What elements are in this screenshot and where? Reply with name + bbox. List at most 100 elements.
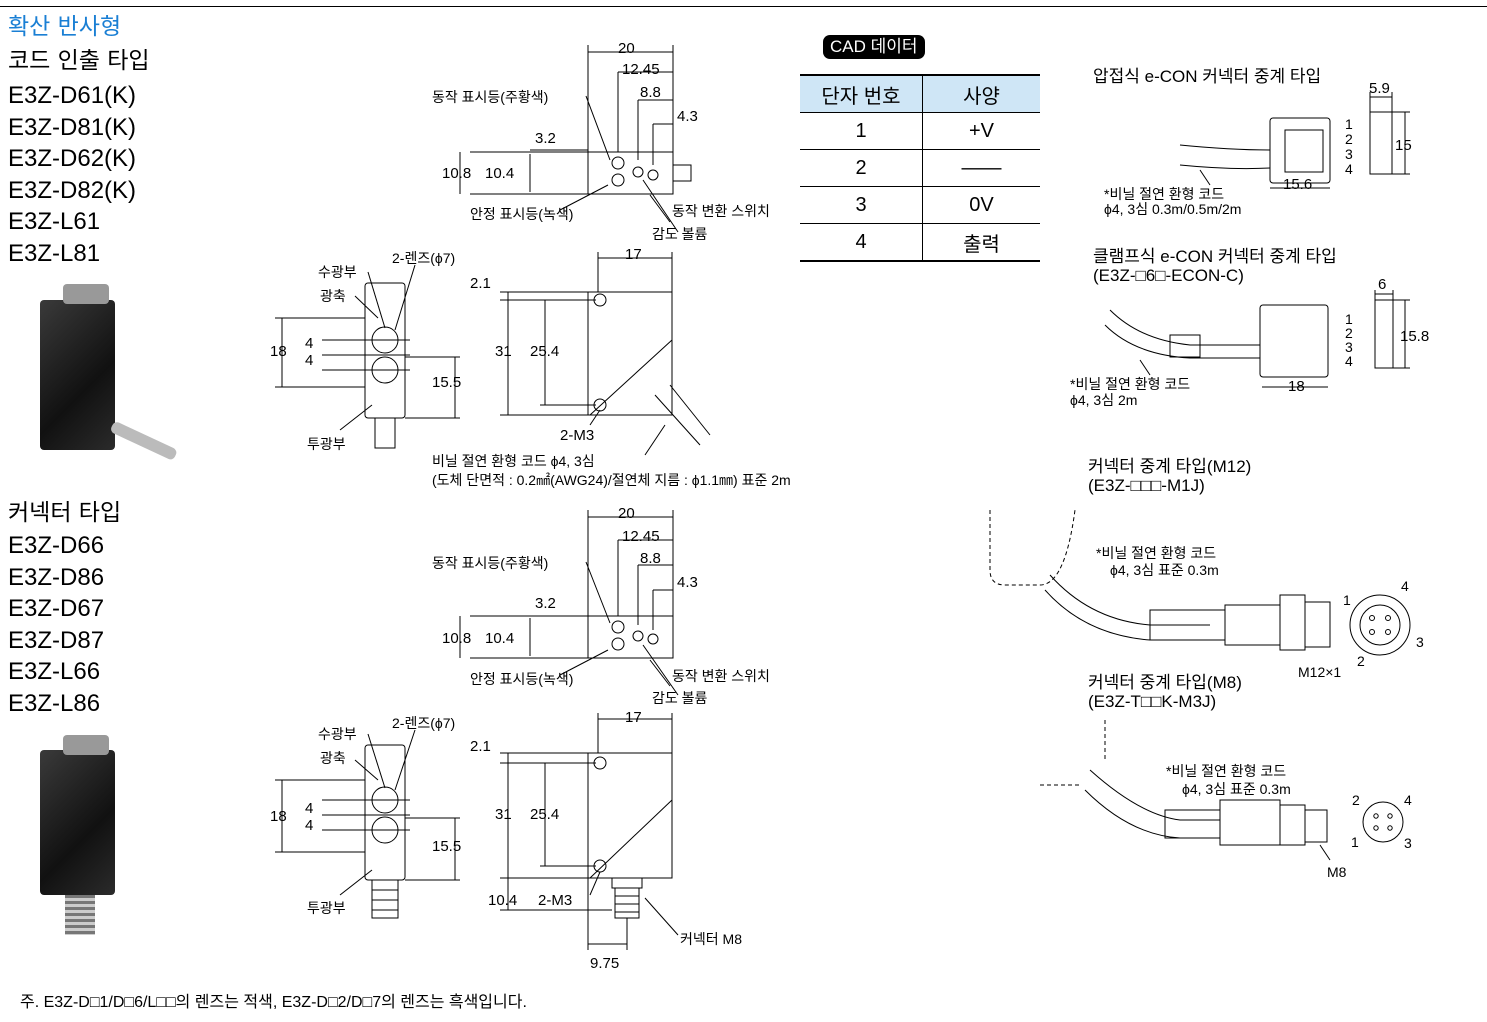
dim-2-1: 2.1 — [470, 275, 491, 292]
dim-4: 4 — [305, 352, 314, 369]
dim-2-m3: 2-M3 — [538, 892, 573, 909]
pin-number: 3 — [1416, 634, 1424, 650]
label-mode-switch: 동작 변환 스위치 — [672, 668, 770, 684]
label-sens-vol: 감도 볼륨 — [652, 690, 708, 706]
pin-number: 2 — [1345, 325, 1353, 341]
side-view-body-2 — [587, 752, 673, 879]
pin-number: 1 — [1345, 116, 1353, 132]
m12-title: 커넥터 중계 타입(M12) — [1088, 457, 1252, 476]
model-item: E3Z-D82(K) — [8, 176, 137, 204]
dim-17: 17 — [625, 709, 642, 726]
m12-thread: M12×1 — [1298, 664, 1342, 680]
dim-31: 31 — [495, 343, 512, 360]
dim-10-4: 10.4 — [485, 165, 515, 182]
m12-cable — [1049, 574, 1210, 626]
label-axis: 광축 — [320, 750, 346, 766]
terminal-spec: 0V — [922, 186, 1040, 224]
stab-led-circle — [611, 173, 625, 187]
econ1-end — [1369, 111, 1393, 175]
product-photo-connector — [40, 750, 115, 895]
m8-model: (E3Z-T□□K-M3J) — [1088, 692, 1217, 711]
label-op-led: 동작 표시등(주황색) — [432, 89, 549, 105]
dim-3-2: 3.2 — [535, 130, 556, 147]
m12-model: (E3Z-□□□-M1J) — [1088, 476, 1205, 495]
cable-note-line2: (도체 단면적 : 0.2㎟(AWG24)/절연체 지름 : ϕ1.1㎜) 표준… — [432, 472, 791, 488]
dim-15-5: 15.5 — [432, 838, 462, 855]
pin-number: 2 — [1357, 653, 1365, 669]
vol-circle — [647, 169, 659, 181]
econ1-pins: 1 2 3 4 — [1345, 117, 1353, 177]
pin-number: 1 — [1343, 592, 1351, 608]
econ2-title: 클램프식 e-CON 커넥터 중계 타입 — [1093, 247, 1337, 266]
econ2-cord: *비닐 절연 환형 코드 — [1070, 376, 1191, 392]
model-item: E3Z-L61 — [8, 208, 101, 235]
label-rx: 수광부 — [318, 726, 357, 742]
terminal-no: 1 — [800, 112, 923, 150]
econ2-spec: ϕ4, 3심 2m — [1070, 392, 1138, 408]
label-stab-led: 안정 표시등(녹색) — [470, 671, 574, 687]
dim-4: 4 — [305, 335, 314, 352]
econ1-spec: ϕ4, 3심 0.3m/0.5m/2m — [1104, 201, 1242, 217]
dim-15-8: 15.8 — [1400, 328, 1430, 345]
m12-cord: *비닐 절연 환형 코드 — [1096, 545, 1217, 561]
model-item: E3Z-D86 — [8, 563, 105, 591]
m8-face — [1362, 801, 1404, 843]
dim-4: 4 — [305, 817, 314, 834]
dim-15-5: 15.5 — [432, 374, 462, 391]
pin-number: 3 — [1404, 835, 1412, 851]
photo-lens — [63, 284, 109, 304]
dim-4: 4 — [305, 800, 314, 817]
pin-number: 2 — [1345, 131, 1353, 147]
table-row: 1 +V — [800, 112, 1040, 150]
cable-note-line1: 비닐 절연 환형 코드 ϕ4, 3심 — [432, 453, 595, 469]
dim-2-m3: 2-M3 — [560, 427, 595, 444]
model-list-cable: E3Z-D61(K) E3Z-D81(K) E3Z-D62(K) E3Z-D82… — [8, 80, 136, 269]
dim-25-4: 25.4 — [530, 806, 560, 823]
m8-body — [1164, 809, 1221, 839]
label-rx: 수광부 — [318, 264, 357, 280]
econ2-cable — [1109, 309, 1260, 346]
pin-number: 4 — [1401, 578, 1409, 594]
footnote: 주. E3Z-D□1/D□6/L□□의 렌즈는 적색, E3Z-D□2/D□7의… — [20, 994, 527, 1011]
model-item: E3Z-L81 — [8, 239, 101, 267]
dim-15-6: 15.6 — [1283, 176, 1313, 193]
model-item: E3Z-D87 — [8, 626, 105, 654]
terminal-table: 단자 번호 사양 1 +V 2 —— 3 0V 4 출력 — [800, 74, 1040, 262]
dim-9-75: 9.75 — [590, 955, 620, 972]
econ2-end — [1374, 299, 1394, 369]
econ2-connector — [1259, 304, 1329, 378]
terminal-spec: —— — [922, 149, 1040, 187]
dim-4-3: 4.3 — [677, 574, 698, 591]
m12-spec: ϕ4, 3심 표준 0.3m — [1110, 562, 1219, 578]
switch-circle — [632, 166, 644, 178]
label-op-led: 동작 표시등(주황색) — [432, 555, 549, 571]
m12-nut — [1279, 594, 1306, 651]
pin-number: 4 — [1345, 161, 1353, 177]
dim-18: 18 — [270, 808, 287, 825]
m8-thread: M8 — [1327, 864, 1347, 880]
model-item: E3Z-D66 — [8, 532, 105, 559]
model-list-connector: E3Z-D66 E3Z-D86 E3Z-D67 E3Z-D87 E3Z-L66 … — [8, 530, 104, 719]
top-rule — [0, 6, 1487, 7]
pin-number: 1 — [1351, 834, 1359, 850]
label-tx: 투광부 — [307, 436, 346, 452]
pin-number: 4 — [1345, 353, 1353, 369]
dim-15: 15 — [1395, 137, 1412, 154]
dim-12-45: 12.45 — [622, 528, 660, 545]
dim-8-8: 8.8 — [640, 84, 661, 101]
label-connector-m8: 커넥터 M8 — [680, 931, 742, 947]
m12-sensor-outline — [989, 509, 1076, 586]
m8-nut — [1279, 804, 1306, 846]
top-view-body-2 — [587, 615, 674, 659]
front-cable — [374, 417, 396, 449]
terminal-no: 4 — [800, 223, 923, 262]
cad-data-badge[interactable]: CAD 데이터 — [823, 35, 925, 59]
pin-number: 1 — [1345, 311, 1353, 327]
table-header: 단자 번호 — [800, 74, 923, 113]
econ1-title: 압접식 e-CON 커넥터 중계 타입 — [1093, 67, 1322, 86]
pin-number: 3 — [1345, 146, 1353, 162]
m8-cord: *비닐 절연 환형 코드 — [1166, 763, 1287, 779]
label-sens-vol: 감도 볼륨 — [652, 226, 708, 242]
label-axis: 광축 — [320, 288, 346, 304]
